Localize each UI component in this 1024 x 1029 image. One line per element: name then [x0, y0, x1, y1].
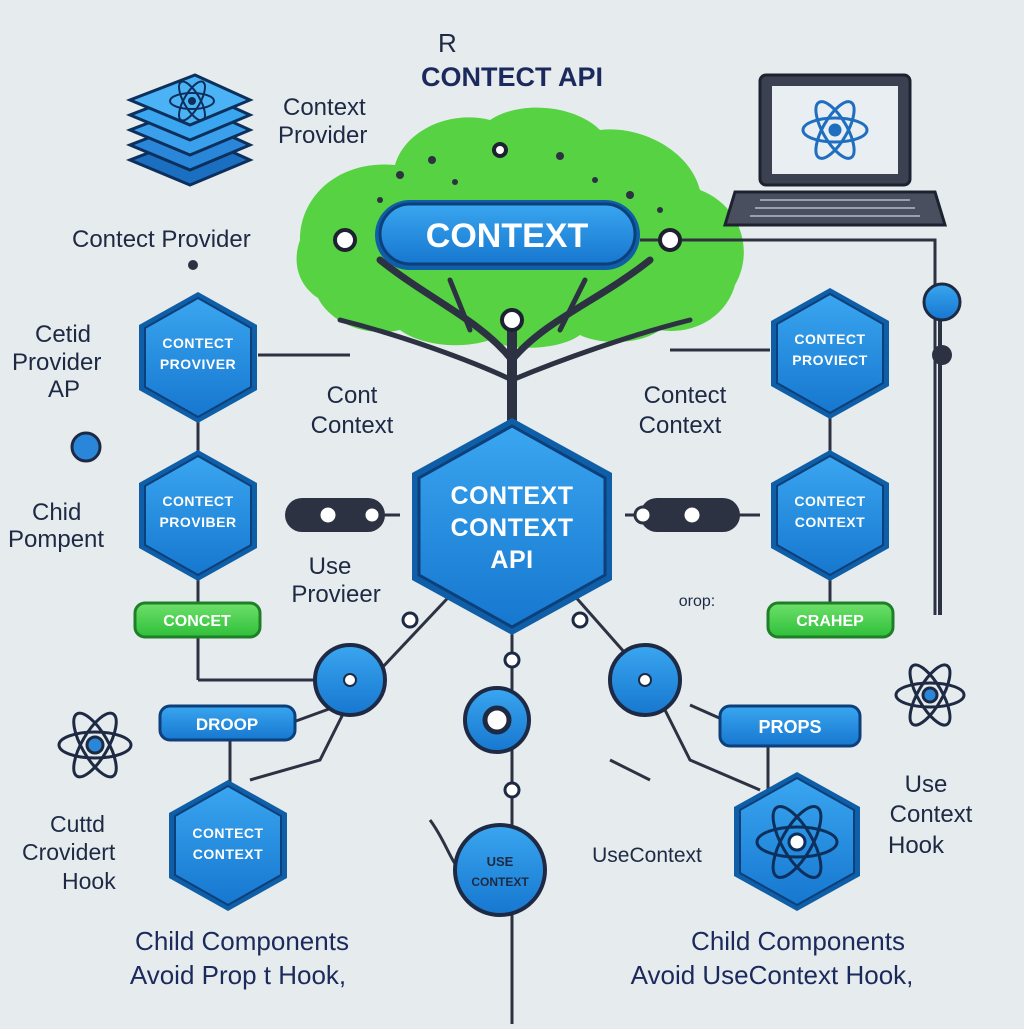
use-context-circle[interactable]: USE CONTEXT [453, 823, 547, 917]
cetid-label-3: AP [48, 376, 80, 403]
title-text: CONTECT API [421, 62, 603, 92]
hex-left-top[interactable]: CONTECT PROVIVER [139, 292, 257, 423]
hex-left-mid[interactable]: CONTECT PROVIBER [139, 450, 257, 581]
use-provider-label-2: Provieer [291, 581, 380, 608]
context-pill-label: CONTEXT [426, 217, 589, 255]
right-indicator [922, 282, 962, 365]
hex-center-line1: CONTEXT [451, 482, 574, 510]
connector-small-dots [401, 611, 589, 799]
bottom-right-line1: Child Components [691, 926, 905, 956]
hex-left-mid-line1: CONTECT [162, 493, 233, 509]
contect-context-label-2: Context [639, 412, 722, 439]
hex-right-top[interactable]: CONTECT PROVIECT [771, 288, 889, 419]
use-provider-label-1: Use [309, 553, 352, 580]
hex-left-mid-line2: PROVIBER [159, 514, 236, 530]
hex-center-line2: CONTEXT [451, 514, 574, 542]
use-context-circle-line2: CONTEXT [471, 875, 529, 889]
green-pill-right-label: CRAHEP [796, 613, 864, 630]
green-pill-left-label: CONCET [163, 613, 231, 630]
bottom-right-line2: Avoid UseContext Hook, [631, 960, 914, 990]
green-pill-left[interactable]: CONCET [133, 601, 262, 639]
small-node-dot [70, 431, 102, 463]
cuttd-label-1: Cuttd [50, 811, 105, 837]
hex-center-line3: API [490, 546, 533, 574]
green-pill-right[interactable]: CRAHEP [766, 601, 895, 639]
use-context-circle-line1: USE [487, 854, 514, 869]
props-pill-label: PROPS [758, 717, 821, 737]
atom-icon-left [57, 711, 133, 779]
context-pill[interactable]: CONTEXT [375, 200, 640, 270]
drop-pill[interactable]: DROOP [158, 704, 297, 742]
prop-small-label: orop: [679, 593, 715, 610]
hex-right-top-line2: PROVIECT [792, 352, 868, 368]
use-hook-label-3: Hook [888, 832, 945, 859]
cuttd-label-3: Hook [62, 868, 116, 894]
hex-left-top-line1: CONTECT [162, 335, 233, 351]
title-letter: R [438, 28, 457, 58]
circle-node-right[interactable] [608, 643, 682, 717]
child-label-1: Chid [32, 499, 81, 526]
use-hook-label-1: Use [905, 771, 948, 798]
contect-context-label-1: Contect [644, 382, 727, 409]
props-pill[interactable]: PROPS [718, 704, 862, 748]
tree-small-dots [377, 152, 663, 213]
usecontext-label: UseContext [592, 844, 702, 867]
cuttd-label-2: Crovidert [22, 839, 116, 865]
bottom-left-line1: Child Components [135, 926, 349, 956]
hex-left-bottom[interactable]: CONTECT CONTEXT [169, 780, 287, 911]
cont-context-label-1: Cont [327, 382, 378, 409]
atom-icon-hex [755, 805, 839, 879]
cetid-label-2: Provider [12, 349, 101, 376]
laptop-atom-icon [722, 73, 948, 227]
use-hook-label-2: Context [890, 801, 973, 828]
pill-connector-dots [333, 142, 682, 332]
circle-node-center[interactable] [463, 686, 531, 754]
connector-dot [188, 260, 198, 270]
cetid-label-1: Cetid [35, 321, 91, 348]
drop-pill-label: DROOP [196, 715, 258, 734]
child-label-2: Pompent [8, 526, 104, 553]
hex-right-mid[interactable]: CONTECT CONTEXT [771, 450, 889, 581]
hex-left-bottom-line1: CONTECT [192, 825, 263, 841]
hex-right-mid-line1: CONTECT [794, 493, 865, 509]
tree-trunk [337, 256, 693, 425]
provider-stack-label-1: Context [283, 94, 366, 121]
layer-stack-atom-icon [125, 73, 254, 187]
cont-context-label-2: Context [311, 412, 394, 439]
hex-left-bottom-line2: CONTEXT [193, 846, 263, 862]
provider-stack-label-2: Provider [278, 122, 367, 149]
hex-right-top-line1: CONTECT [794, 331, 865, 347]
circle-node-left[interactable] [313, 643, 387, 717]
atom-icon-right [894, 663, 966, 727]
bottom-left-line2: Avoid Prop t Hook, [130, 960, 346, 990]
connector-left [285, 498, 385, 532]
hex-right-mid-line2: CONTEXT [795, 514, 865, 530]
hex-right-bottom[interactable] [734, 772, 860, 911]
hex-center[interactable]: CONTEXT CONTEXT API [412, 418, 612, 635]
hex-left-top-line2: PROVIVER [160, 356, 236, 372]
contect-provider-label: Contect Provider [72, 226, 251, 253]
connector-right [633, 498, 740, 532]
